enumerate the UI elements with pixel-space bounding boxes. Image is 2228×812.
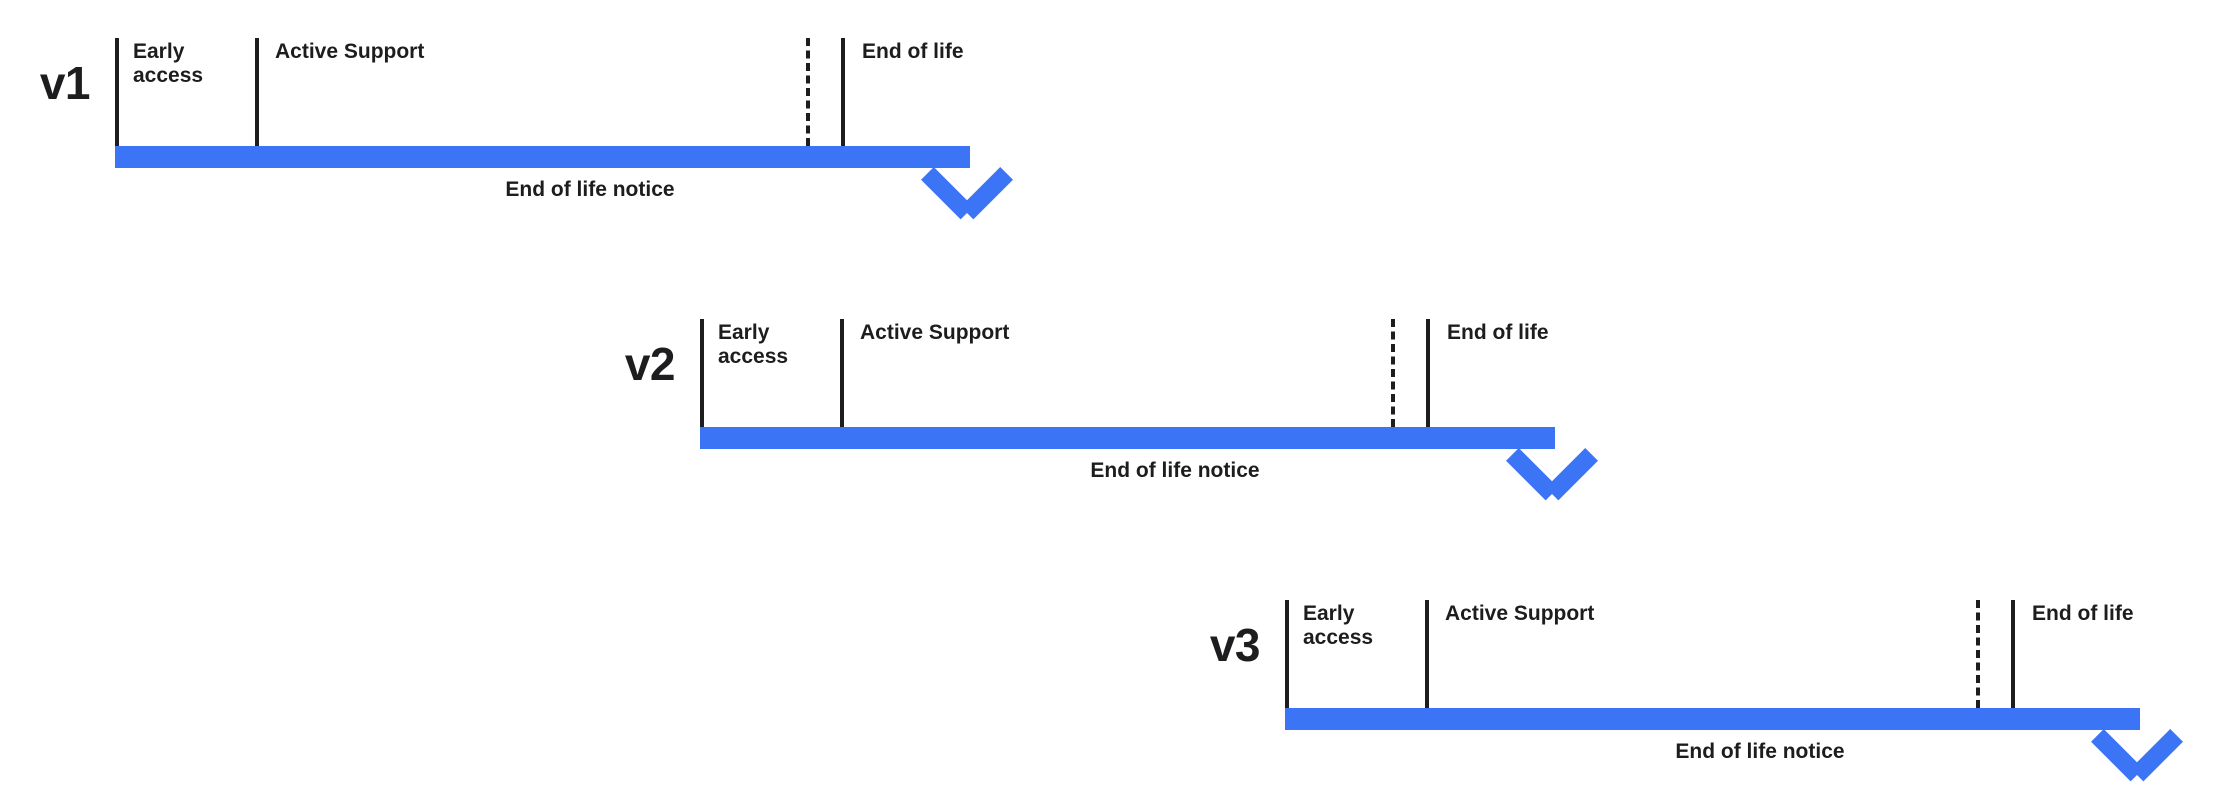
notice-label-v2: End of life notice [1090,459,1260,482]
lifecycle-bar-v3 [1285,708,2140,730]
notice-label-v1: End of life notice [505,178,675,201]
divider-start-v3 [1285,600,1289,708]
lifecycle-bar-v2 [700,427,1555,449]
divider-end-of-life-v2 [1426,319,1430,427]
divider-start-v2 [700,319,704,427]
phase-label-end-of-life-v2: End of life [1447,321,1549,344]
notice-label-v3: End of life notice [1675,740,1845,763]
dashed-marker-notice-v1 [806,38,810,146]
timeline-v1: v1 Early access Active Support End of li… [0,0,1050,230]
dashed-marker-notice-v3 [1976,600,1980,708]
phase-label-early-access-v2: Early access [718,321,789,368]
phase-label-end-of-life-v1: End of life [862,40,964,63]
version-label-v3: v3 [1209,619,1261,671]
phase-label-active-support-v3: Active Support [1445,602,1595,625]
phase-label-active-support-v2: Active Support [860,321,1010,344]
divider-end-of-life-v3 [2011,600,2015,708]
lifecycle-bar-v1 [115,146,970,168]
timeline-v2: v2 Early access Active Support End of li… [585,281,1635,511]
divider-active-support-v2 [840,319,844,427]
phase-label-active-support-v1: Active Support [275,40,425,63]
divider-active-support-v1 [255,38,259,146]
version-label-v1: v1 [39,57,91,109]
timeline-v3: v3 Early access Active Support End of li… [1170,562,2220,792]
divider-active-support-v3 [1425,600,1429,708]
phase-label-early-access-v1: Early access [133,40,204,87]
phase-label-end-of-life-v3: End of life [2032,602,2134,625]
divider-start-v1 [115,38,119,146]
version-label-v2: v2 [624,338,676,390]
phase-label-early-access-v3: Early access [1303,602,1374,649]
dashed-marker-notice-v2 [1391,319,1395,427]
divider-end-of-life-v1 [841,38,845,146]
